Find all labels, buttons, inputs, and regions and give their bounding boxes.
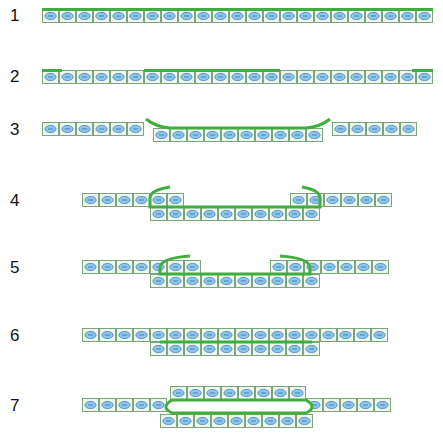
stage-number: 7 bbox=[10, 397, 19, 414]
apical-membrane bbox=[146, 119, 330, 128]
cell-row bbox=[150, 342, 320, 356]
cell-row bbox=[82, 193, 184, 207]
cell-row bbox=[290, 193, 392, 207]
cell-row bbox=[270, 260, 389, 274]
cell-row bbox=[170, 386, 306, 400]
cell-row bbox=[160, 414, 313, 428]
cell-row bbox=[42, 70, 433, 84]
cell-row bbox=[82, 398, 167, 412]
stage-number: 4 bbox=[10, 192, 19, 209]
cell-row bbox=[42, 122, 144, 136]
cell-row bbox=[150, 207, 320, 221]
cell-row bbox=[153, 128, 323, 142]
stage-number: 1 bbox=[10, 7, 19, 24]
cell-row bbox=[332, 122, 417, 136]
stage-number: 3 bbox=[10, 121, 19, 138]
apical-membrane bbox=[42, 69, 433, 72]
stage-number: 2 bbox=[10, 68, 19, 85]
apical-membrane bbox=[150, 187, 320, 207]
stage-number: 6 bbox=[10, 327, 19, 344]
cell-row bbox=[150, 274, 320, 288]
apical-membrane bbox=[42, 8, 433, 11]
stage-number: 5 bbox=[10, 259, 19, 276]
cell-row bbox=[306, 398, 391, 412]
lumen-membrane bbox=[166, 400, 312, 413]
apical-membrane bbox=[160, 341, 312, 344]
cell-row bbox=[42, 9, 433, 23]
cell-row bbox=[82, 260, 201, 274]
apical-membrane bbox=[160, 256, 310, 274]
cell-row bbox=[82, 328, 388, 342]
